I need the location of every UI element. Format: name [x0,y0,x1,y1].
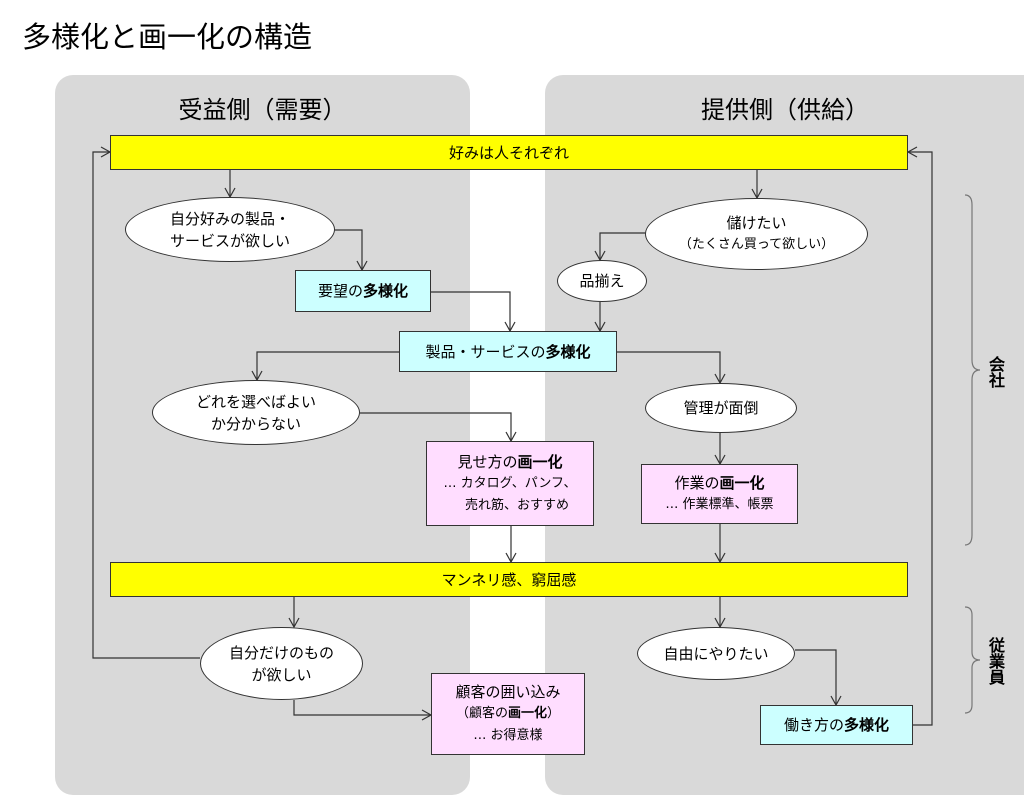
node-profit: 儲けたい （たくさん買って欲しい） [645,198,868,270]
text: 製品・サービスの多様化 [425,342,591,361]
node-want-unique: 自分だけのもの が欲しい [200,627,363,700]
text: 要望の多様化 [317,282,409,300]
bar-preferences: 好みは人それぞれ [110,135,908,170]
connector-arrows [92,146,981,726]
node-assortment: 品揃え [557,260,647,302]
text: （たくさん買って欲しい） [678,237,835,252]
supply-panel [545,75,1024,795]
text: （顧客の画一化） [455,706,561,721]
node-hassle: 管理が面倒 [645,383,797,433]
node-workstyle-div: 働き方の多様化 [760,705,913,745]
text: 働き方の多様化 [783,716,890,734]
node-want-freedom: 自由にやりたい [637,627,795,680]
page-title: 多様化と画一化の構造 [22,20,313,54]
text: 見せ方の画一化 [457,452,563,471]
text: が欲しい [251,665,312,684]
node-demand-div: 要望の多様化 [295,270,431,312]
text: 自分だけのもの [228,643,334,662]
node-customer-lock: 顧客の囲い込み （顧客の画一化） … お得意様 [431,673,585,755]
text: 儲けたい [726,214,787,232]
node-cant-choose: どれを選べばよい か分からない [152,380,360,445]
bar-monotony: マンネリ感、窮屈感 [110,562,908,597]
text: … 作業標準、帳票 [665,497,774,512]
node-product-div: 製品・サービスの多様化 [399,331,617,372]
text: … カタログ、パンフ、 [443,475,577,491]
brace-label-employee: 従業員 [986,637,1005,685]
text: 売れ筋、おすすめ [464,497,569,513]
brace-icons [964,194,981,714]
text: か分からない [210,414,301,433]
node-display-uni: 見せ方の画一化 … カタログ、パンフ、 売れ筋、おすすめ [426,441,594,526]
text: 自分好みの製品・ [169,209,290,228]
text: サービスが欲しい [169,231,290,250]
demand-header: 受益側（需要） [178,96,347,124]
text: … お得意様 [473,728,543,743]
text: どれを選べばよい [195,392,316,411]
text: 作業の画一化 [674,474,765,492]
supply-header: 提供側（供給） [701,96,869,124]
text: 顧客の囲い込み [455,683,561,701]
node-want-own-pref: 自分好みの製品・ サービスが欲しい [125,197,335,262]
node-work-uni: 作業の画一化 … 作業標準、帳票 [641,464,798,524]
brace-label-company: 会社 [986,356,1005,388]
